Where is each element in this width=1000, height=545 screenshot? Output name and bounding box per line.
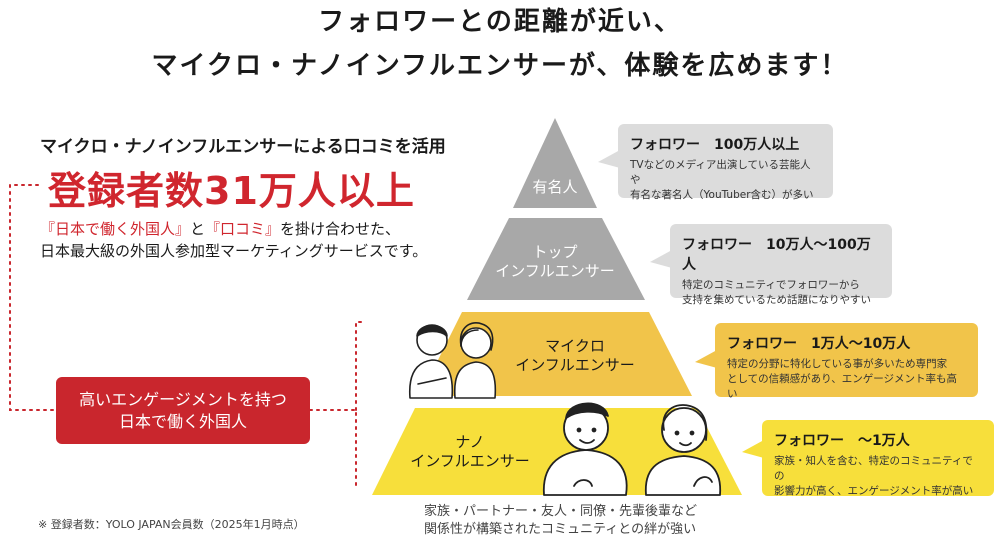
footnote: ※ 登録者数：YOLO JAPAN会員数（2025年1月時点） [38, 518, 305, 531]
bubble-top: フォロワー 10万人〜100万人 特定のコミュニティでフォロワーから 支持を集め… [670, 224, 892, 306]
subheading: マイクロ・ナノインフルエンサーによる口コミを活用 [40, 137, 446, 157]
engagement-box: 高いエンゲージメントを持つ 日本で働く外国人 [56, 377, 310, 444]
tier-label-top: トップ インフルエンサー [480, 243, 630, 281]
tier-top-line1: トップ [532, 243, 578, 261]
bubble-nano-title: フォロワー 〜1万人 [774, 433, 910, 449]
bubble-pointer-micro [695, 350, 717, 368]
bubble-famous-desc2: 有名な著名人（YouTuber含む）が多い [630, 189, 814, 201]
bubble-micro: フォロワー 1万人〜10万人 特定の分野に特化している事が多いため専門家 として… [715, 323, 978, 400]
bubble-famous-desc1: TVなどのメディア出演している芸能人や [630, 159, 811, 186]
pyramid-tier-famous [513, 118, 597, 208]
desc-line2: 日本最大級の外国人参加型マーケティングサービスです。 [40, 242, 428, 260]
bubble-micro-desc2: としての信頼感があり、エンゲージメント率も高い [727, 373, 958, 400]
headline-line1: フォロワーとの距離が近い、 [318, 7, 682, 37]
bubble-famous-title: フォロワー 100万人以上 [630, 137, 800, 153]
bubble-famous: フォロワー 100万人以上 TVなどのメディア出演している芸能人や 有名な著名人… [618, 124, 833, 201]
community-note-line1: 家族・パートナー・友人・同僚・先輩後輩など [424, 504, 698, 519]
pyramid-tier-top [467, 218, 645, 300]
tier-micro-line1: マイクロ [545, 337, 605, 355]
desc-red-kuchikomi: 『口コミ』 [205, 220, 281, 238]
bubble-nano: フォロワー 〜1万人 家族・知人を含む、特定のコミュニティでの 影響力が高く、エ… [762, 420, 994, 497]
community-note: 家族・パートナー・友人・同僚・先輩後輩など 関係性が構築されたコミュニティとの絆… [424, 503, 697, 539]
tier-micro-line2: インフルエンサー [515, 356, 635, 374]
headline-line2: マイクロ・ナノインフルエンサーが、体験を広めます！ [151, 51, 849, 81]
engage-line2: 日本で働く外国人 [118, 411, 247, 431]
tier-famous-line1: 有名人 [532, 178, 578, 196]
bubble-top-desc1: 特定のコミュニティでフォロワーから [682, 279, 860, 291]
bubble-micro-desc1: 特定の分野に特化している事が多いため専門家 [727, 358, 948, 370]
registered-count: 登録者数31万人以上 [48, 169, 415, 213]
desc-mid: と [190, 220, 206, 238]
tier-nano-line2: インフルエンサー [410, 452, 530, 470]
bubble-nano-desc2: 影響力が高く、エンゲージメント率が高い [774, 485, 974, 497]
service-description: 『日本で働く外国人』と『口コミ』を掛け合わせた、 日本最大級の外国人参加型マーケ… [40, 218, 427, 262]
couple-illustration [408, 322, 497, 399]
tier-top-line2: インフルエンサー [495, 262, 615, 280]
friends-illustration [543, 402, 722, 496]
bubble-pointer-famous [598, 150, 620, 168]
bubble-pointer-top [650, 250, 672, 268]
tier-label-famous: 有名人 [505, 178, 605, 197]
engage-line1: 高いエンゲージメントを持つ [79, 389, 287, 409]
tier-label-micro: マイクロ インフルエンサー [500, 337, 650, 375]
desc-red-foreigners: 『日本で働く外国人』 [40, 220, 191, 238]
tier-nano-line1: ナノ [455, 433, 485, 451]
tier-label-nano: ナノ インフルエンサー [395, 433, 545, 471]
bubble-pointer-nano [742, 440, 764, 458]
desc-tail: を掛け合わせた、 [280, 220, 401, 238]
bubble-nano-desc1: 家族・知人を含む、特定のコミュニティでの [774, 455, 973, 482]
connector-left [9, 184, 57, 411]
bubble-top-title: フォロワー 10万人〜100万人 [682, 237, 871, 273]
connector-right [309, 321, 365, 491]
bubble-top-desc2: 支持を集めているため話題になりやすい [682, 294, 871, 306]
bubble-micro-title: フォロワー 1万人〜10万人 [727, 336, 911, 352]
community-note-line2: 関係性が構築されたコミュニティとの絆が強い [424, 522, 697, 537]
